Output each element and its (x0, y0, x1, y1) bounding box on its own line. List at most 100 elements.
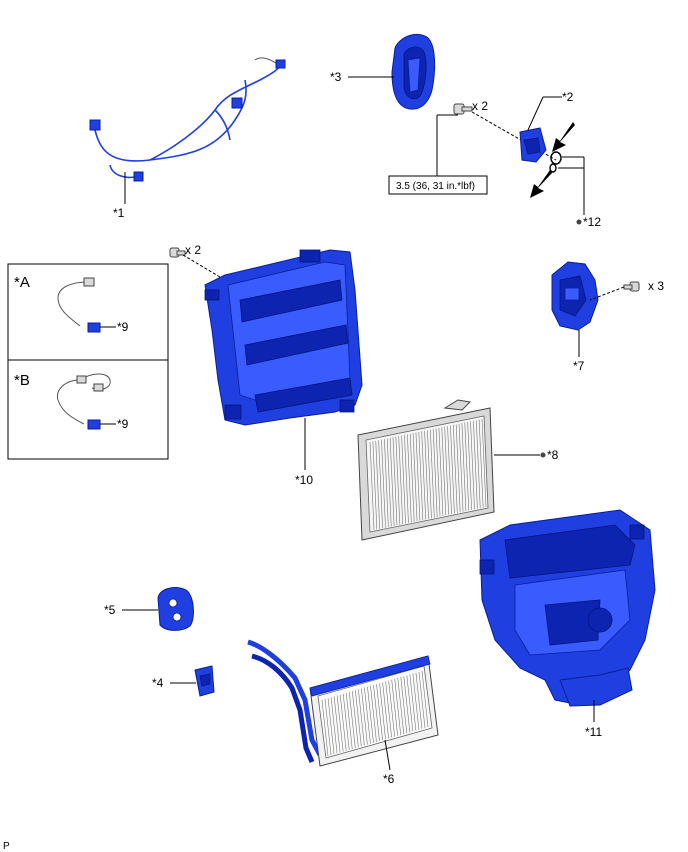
torque-spec-box (388, 175, 488, 195)
screw-quantity-part-10: x 2 (185, 243, 201, 257)
screw-icon (453, 103, 473, 115)
heater-core-fin (379, 683, 386, 740)
footer-code: P (3, 841, 10, 852)
label-part-5: *5 (104, 603, 116, 617)
inset-box (7, 263, 169, 460)
screw-icon-part-7 (623, 281, 640, 292)
evaporator-fin (481, 418, 487, 508)
label-part-12: *12 (583, 215, 601, 229)
evaporator-fin (381, 439, 386, 528)
label-part-10: *10 (295, 473, 313, 487)
heater-core-fin (358, 689, 365, 746)
evaporator-fin (424, 430, 429, 519)
evaporator-fin (409, 433, 415, 522)
heater-core-fin (324, 699, 332, 756)
evaporator-fin (455, 424, 461, 513)
bracket-part-2 (519, 127, 547, 163)
evaporator-fin (412, 433, 418, 522)
evaporator-fin (398, 436, 404, 525)
evaporator-fin (389, 437, 395, 526)
heater-core-fin (382, 682, 389, 739)
evaporator-fin (386, 438, 392, 527)
heater-core-fin (391, 679, 398, 736)
heater-core-fin (394, 678, 402, 735)
evaporator-fin (427, 430, 432, 519)
o-ring-upper (550, 151, 562, 165)
heater-core-fin (403, 676, 411, 733)
evaporator-fin (395, 436, 401, 525)
evaporator-fin (435, 428, 441, 517)
grommet-part-3 (391, 33, 436, 110)
evaporator-fin (430, 429, 435, 518)
heater-core-part-6 (247, 639, 439, 767)
heater-core-fin (373, 685, 380, 742)
evaporator-fin (452, 424, 458, 513)
label-part-4: *4 (152, 676, 164, 690)
evaporator-fin (444, 426, 449, 515)
evaporator-fin (458, 423, 464, 512)
evaporator-fin (407, 434, 412, 523)
heater-core-fin (370, 685, 377, 742)
wire-harness-part-1 (89, 57, 286, 182)
heater-core-fin (385, 681, 392, 738)
clamp-part-4 (194, 665, 215, 697)
heater-core-fin (327, 698, 335, 755)
heater-core-fin (361, 688, 368, 745)
bullet-part-8 (540, 452, 546, 458)
evaporator-fin (441, 427, 447, 516)
evaporator-fin (438, 427, 444, 516)
screw-quantity-part-2: x 2 (472, 99, 488, 113)
evaporator-part-8 (357, 399, 495, 541)
servo-motor-part-7 (551, 261, 599, 331)
evaporator-fin (421, 431, 426, 520)
heater-core-fin (409, 674, 417, 731)
evaporator-fin (432, 429, 438, 518)
inset-label-b: *B (14, 372, 30, 389)
label-part-3: *3 (330, 70, 342, 84)
evaporator-fin (470, 421, 475, 510)
evaporator-fin (372, 441, 378, 530)
heater-core-fin (342, 693, 350, 750)
heater-core-fin (388, 680, 395, 737)
evaporator-fin (473, 420, 478, 509)
label-part-7: *7 (573, 359, 585, 373)
heater-core-fin (330, 697, 338, 754)
heater-core-fin (348, 692, 356, 749)
label-part-1: *1 (113, 206, 125, 220)
torque-spec: 3.5 (36, 31 in.*lbf) (396, 181, 475, 192)
evaporator-fin (384, 439, 389, 528)
heater-core-fin (355, 690, 362, 747)
evaporator-fin (392, 437, 398, 526)
inset-label-a: *A (14, 274, 30, 291)
evaporator-fin (461, 423, 467, 512)
evaporator-fin (447, 426, 452, 515)
evaporator-fin (475, 420, 481, 509)
bullet-part-12 (576, 219, 582, 225)
label-part-6: *6 (383, 772, 395, 786)
heater-core-fin (336, 695, 344, 752)
heater-core-fin (412, 673, 420, 730)
evaporator-fin (418, 431, 424, 520)
heater-core-fin (345, 692, 353, 750)
arrow-icon-upper (552, 122, 575, 152)
evaporator-fin (378, 440, 383, 529)
label-part-11: *11 (585, 725, 602, 739)
heater-core-fin (352, 691, 359, 748)
evaporator-fin (404, 434, 409, 523)
heater-case-part-11 (479, 509, 656, 707)
heater-core-fin (400, 677, 408, 734)
heater-core-fin (397, 677, 405, 735)
screw-quantity-part-7: x 3 (648, 279, 664, 293)
evaporator-fin (401, 435, 406, 524)
heater-core-fin (321, 699, 329, 757)
screw-icon-part-10 (169, 247, 186, 258)
sensor-wire-part-9-b (56, 373, 111, 430)
label-part-2: *2 (562, 90, 574, 104)
evaporator-fin (464, 422, 470, 511)
heater-core-fin (364, 687, 371, 744)
heater-core-fin (406, 675, 414, 732)
evaporator-fin (478, 419, 484, 508)
evaporator-fin (415, 432, 421, 521)
heater-core-fin (415, 672, 423, 729)
arrow-icon-lower (530, 170, 552, 198)
